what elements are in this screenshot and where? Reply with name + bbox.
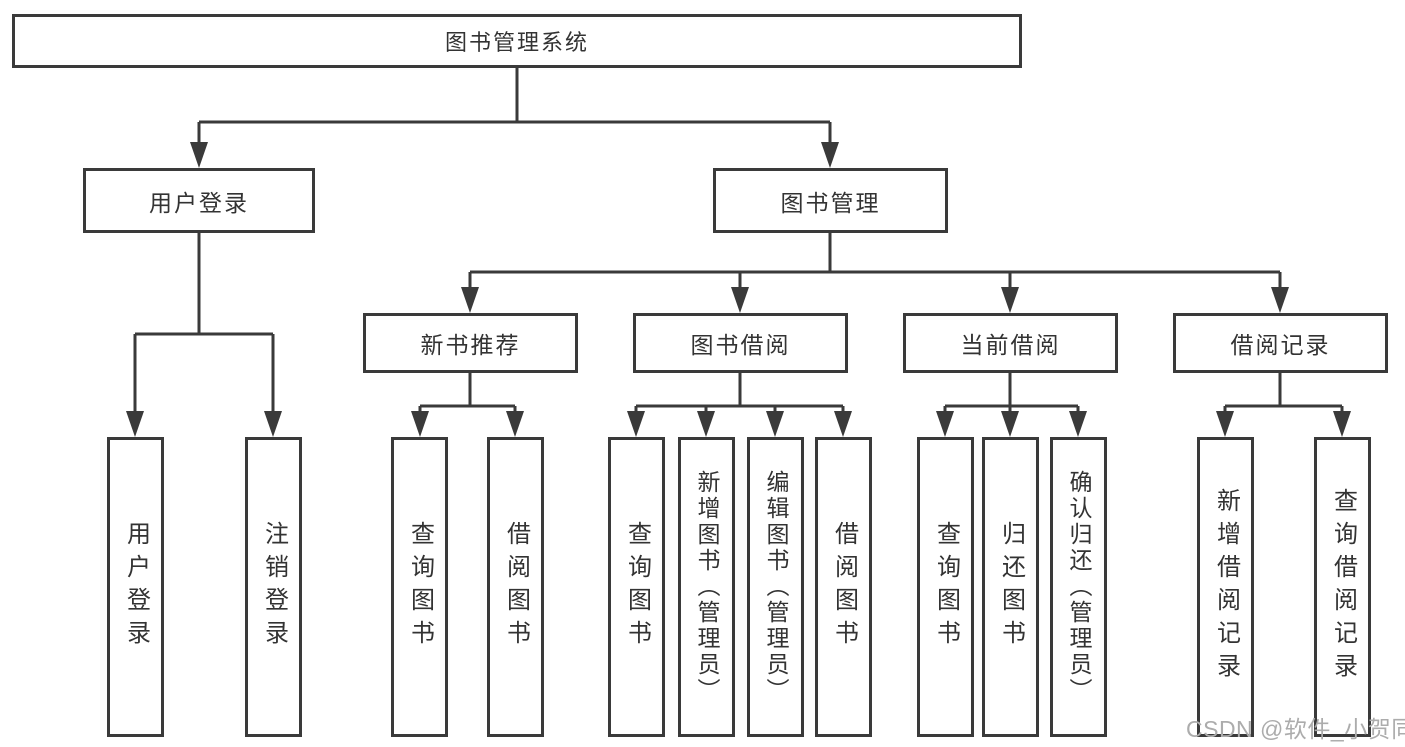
leaf-add-borrow-record: 新增借阅记录: [1197, 437, 1254, 737]
watermark: CSDN @软件_小贺同学: [1186, 716, 1405, 742]
leaf-borrow-books-2-label: 借阅图书: [830, 521, 858, 653]
arrowhead-icon: [627, 411, 645, 437]
arrowhead-icon: [834, 411, 852, 437]
node-new-book-recommend: 新书推荐: [363, 313, 578, 373]
leaf-user-login-label: 用户登录: [122, 521, 150, 653]
arrowhead-icon: [126, 411, 144, 437]
connector-current-borrow-to-leaves: [936, 373, 1087, 437]
node-new-book-recommend-label: 新书推荐: [420, 332, 521, 358]
leaf-logout-label: 注销登录: [260, 521, 288, 653]
arrowhead-icon: [1271, 287, 1289, 313]
leaf-return-books-label: 归还图书: [997, 521, 1025, 653]
connector-records-to-leaves: [1216, 373, 1351, 437]
leaf-confirm-return-admin: 确认归还（管理员）: [1050, 437, 1107, 737]
arrowhead-icon: [1001, 411, 1019, 437]
node-borrow-records-label: 借阅记录: [1230, 332, 1331, 358]
node-current-borrow-label: 当前借阅: [960, 332, 1061, 358]
leaf-add-books-admin-label: 新增图书（管理员）: [694, 470, 720, 704]
arrowhead-icon: [411, 411, 429, 437]
arrowhead-icon: [821, 142, 839, 168]
arrowhead-icon: [936, 411, 954, 437]
leaf-user-login: 用户登录: [107, 437, 164, 737]
arrowhead-icon: [731, 287, 749, 313]
arrowhead-icon: [506, 411, 524, 437]
arrowhead-icon: [264, 411, 282, 437]
leaf-query-borrow-record: 查询借阅记录: [1314, 437, 1371, 737]
leaf-query-books-3-label: 查询图书: [932, 521, 960, 653]
connector-new-book-to-leaves: [411, 373, 524, 437]
arrowhead-icon: [1069, 411, 1087, 437]
leaf-borrow-books-1: 借阅图书: [487, 437, 544, 737]
leaf-add-books-admin: 新增图书（管理员）: [678, 437, 735, 737]
leaf-query-books-2: 查询图书: [608, 437, 665, 737]
node-library-system-label: 图书管理系统: [444, 30, 589, 55]
node-user-login: 用户登录: [83, 168, 315, 233]
node-book-borrow-label: 图书借阅: [690, 332, 791, 358]
node-borrow-records: 借阅记录: [1173, 313, 1388, 373]
leaf-borrow-books-2: 借阅图书: [815, 437, 872, 737]
leaf-edit-books-admin-label: 编辑图书（管理员）: [763, 470, 789, 704]
leaf-return-books: 归还图书: [982, 437, 1039, 737]
node-book-management-label: 图书管理: [780, 189, 881, 216]
leaf-query-books-3: 查询图书: [917, 437, 974, 737]
node-user-login-label: 用户登录: [149, 189, 249, 216]
leaf-add-borrow-record-label: 新增借阅记录: [1212, 488, 1240, 686]
connector-root-to-level2: [190, 68, 839, 168]
leaf-logout: 注销登录: [245, 437, 302, 737]
arrowhead-icon: [697, 411, 715, 437]
arrowhead-icon: [1216, 411, 1234, 437]
node-book-management: 图书管理: [713, 168, 948, 233]
connector-book-mgmt-to-level3: [461, 233, 1289, 313]
leaf-query-books-1: 查询图书: [391, 437, 448, 737]
arrowhead-icon: [766, 411, 784, 437]
node-library-system: 图书管理系统: [12, 14, 1022, 68]
node-current-borrow: 当前借阅: [903, 313, 1118, 373]
leaf-edit-books-admin: 编辑图书（管理员）: [747, 437, 804, 737]
leaf-query-borrow-record-label: 查询借阅记录: [1329, 488, 1357, 686]
node-book-borrow: 图书借阅: [633, 313, 848, 373]
arrowhead-icon: [190, 142, 208, 168]
leaf-borrow-books-1-label: 借阅图书: [502, 521, 530, 653]
arrowhead-icon: [461, 287, 479, 313]
arrowhead-icon: [1001, 287, 1019, 313]
connector-user-login-to-leaves: [126, 233, 282, 437]
connector-book-borrow-to-leaves: [627, 373, 852, 437]
leaf-confirm-return-admin-label: 确认归还（管理员）: [1066, 470, 1092, 704]
leaf-query-books-2-label: 查询图书: [623, 521, 651, 653]
leaf-query-books-1-label: 查询图书: [406, 521, 434, 653]
arrowhead-icon: [1333, 411, 1351, 437]
